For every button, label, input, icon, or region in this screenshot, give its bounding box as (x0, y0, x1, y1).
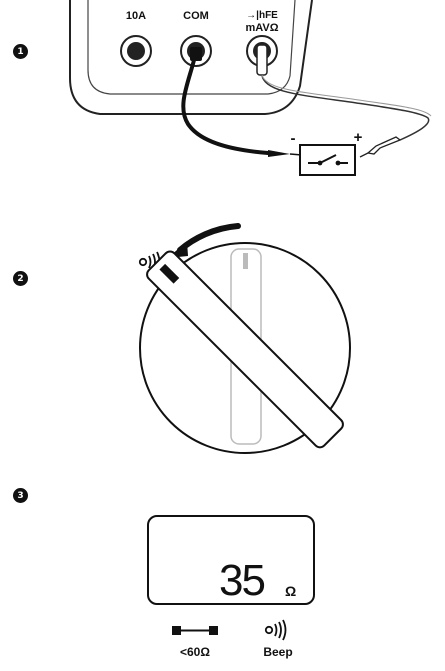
beep-label: Beep (263, 645, 292, 659)
jack-10a (120, 35, 152, 67)
negative-terminal-sign: - (291, 130, 296, 147)
selector-dial[interactable] (139, 242, 351, 454)
lcd-display (147, 515, 315, 605)
circuit-switch-box (299, 144, 356, 176)
lcd-unit: Ω (285, 583, 296, 599)
positive-terminal-sign: + (354, 129, 363, 146)
continuity-threshold-label: <60Ω (180, 645, 210, 659)
step-1-badge: 1 (13, 44, 28, 59)
lcd-reading: 35 (219, 556, 264, 605)
jack-label-volt-line1: →|hFE (246, 10, 278, 21)
black-test-lead (181, 47, 303, 157)
step-3-badge: 3 (13, 488, 28, 503)
jack-label-10a: 10A (126, 10, 146, 22)
jack-label-volt-line2: mAVΩ (245, 22, 278, 34)
beep-icon (264, 619, 287, 641)
red-test-lead (256, 44, 432, 158)
step-2-badge: 2 (13, 271, 28, 286)
jack-label-com: COM (183, 10, 209, 22)
continuity-symbol-icon (172, 626, 218, 635)
